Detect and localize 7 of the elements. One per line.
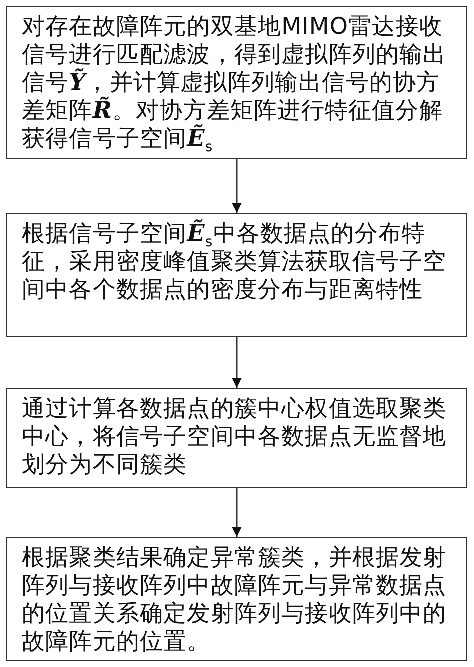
arrow: [232, 337, 242, 388]
arrow: [232, 159, 242, 213]
arrow: [232, 488, 242, 537]
process-box: 根据聚类结果确定异常簇类，并根据发射阵列与接收阵列中故障阵元与异常数据点的位置关系确定发射阵列与接收阵列中的故障阵元的位置。: [6, 537, 467, 661]
process-box: 根据信号子空间Ẽ$_{s}$中各数据点的分布特征，采用密度峰值聚类算法获取信号子空间中各个数据点的密度分布与距离特性: [6, 213, 467, 337]
process-box: 通过计算各数据点的簇中心权值选取聚类中心，将信号子空间中各数据点无监督地划分为不同簇类: [6, 388, 467, 488]
process-box: 对存在故障阵元的双基地MIMO雷达接收信号进行匹配滤波，得到虚拟阵列的输出信号Ỹ，并计算虚拟阵列输出信号的协方差矩阵R̃。对协方差矩阵进行特征值分解获得信号子空间Ẽ$_{s}$: [6, 6, 467, 159]
